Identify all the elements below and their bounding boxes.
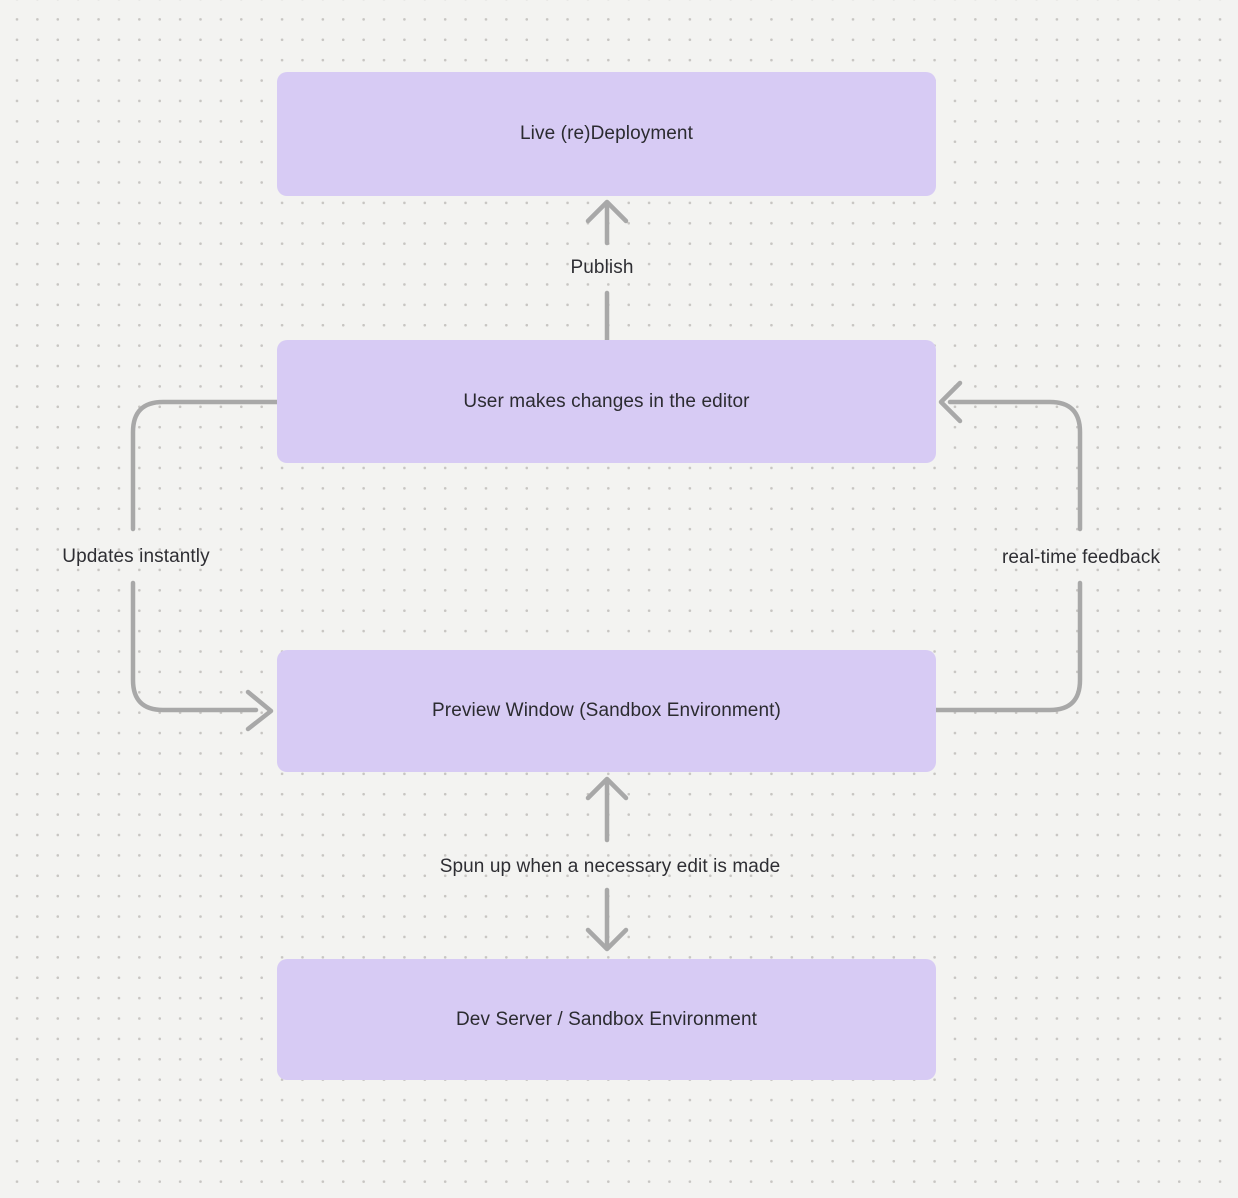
edge-updates-instantly: [130, 399, 280, 732]
edge-publish: [585, 199, 629, 343]
node-live-deployment: Live (re)Deployment: [277, 72, 936, 196]
edge-real-time-feedback: [933, 380, 1083, 713]
node-user-editor-label: User makes changes in the editor: [463, 390, 750, 412]
node-user-editor: User makes changes in the editor: [277, 340, 936, 463]
node-live-deployment-label: Live (re)Deployment: [520, 123, 693, 144]
arrowhead-up-publish: [585, 199, 629, 224]
node-dev-server: Dev Server / Sandbox Environment: [277, 959, 936, 1080]
arrowhead-right-updates: [245, 689, 274, 732]
node-dev-server-label: Dev Server / Sandbox Environment: [455, 1008, 757, 1030]
edge-label-real-time-feedback: real-time feedback: [1001, 547, 1161, 568]
edge-label-updates-instantly: Updates instantly: [62, 546, 210, 567]
node-preview-window-label: Preview Window (Sandbox Environment): [432, 700, 781, 721]
arrowhead-left-feedback: [938, 380, 963, 424]
edge-spun-up: [585, 776, 629, 952]
node-preview-window: Preview Window (Sandbox Environment): [277, 650, 936, 772]
arrowhead-down-spun-up: [585, 927, 629, 952]
edge-label-publish: Publish: [570, 257, 634, 278]
arrowhead-up-spun-up: [585, 776, 629, 801]
edge-label-spun-up: Spun up when a necessary edit is made: [439, 856, 781, 877]
